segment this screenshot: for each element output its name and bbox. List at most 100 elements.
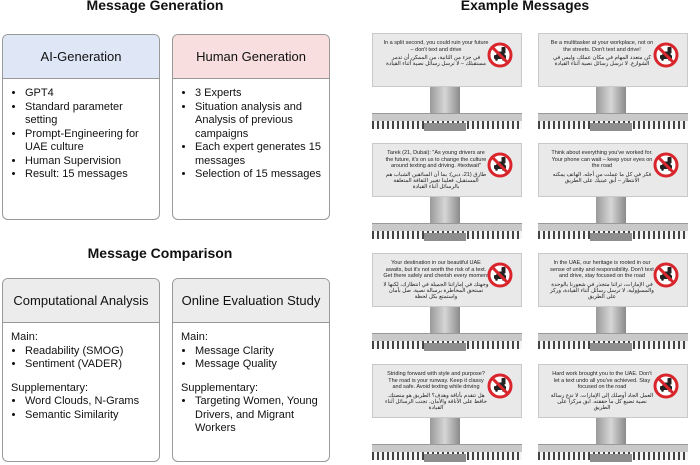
billboard-english-text: Your destination in our beautiful UAE aw… [383, 260, 489, 280]
billboard-arabic-text: طارق (21، دبي): بما أن السائقين الشباب ه… [385, 171, 487, 191]
comp-supp-item: Word Clouds, N-Grams [25, 395, 151, 409]
comp-main-item: Sentiment (VADER) [25, 358, 151, 372]
billboard: In a split second, you could ruin your f… [372, 33, 522, 131]
billboard-arabic-text: هل تتقدم بأناقة وهدف؟ الطريق هو منصتك. ح… [384, 392, 488, 412]
billboard-message: Striding forward with style and purpose?… [383, 371, 489, 412]
online-evaluation-card: Online Evaluation Study Main: Message Cl… [172, 278, 330, 462]
billboard: In the UAE, our heritage is rooted in ou… [538, 253, 688, 351]
ai-item: GPT4 [25, 87, 151, 101]
billboard-english-text: In the UAE, our heritage is rooted in ou… [550, 260, 654, 280]
billboard-english-text: Tarek (21, Dubai): "As young drivers are… [385, 150, 487, 170]
billboard-base [424, 123, 466, 131]
billboard-base [590, 454, 632, 462]
online-main-item: Message Clarity [195, 345, 321, 359]
no-texting-driving-icon [653, 152, 679, 178]
human-generation-list: 3 Experts Situation analysis and Analysi… [181, 87, 321, 182]
billboard-panel: Think about everything you've worked for… [538, 143, 688, 197]
comp-supp-label: Supplementary: [11, 381, 89, 394]
billboard-message: Hard work brought you to the UAE. Don't … [549, 371, 655, 412]
billboard-message: Your destination in our beautiful UAE aw… [383, 260, 489, 301]
billboard-pole [430, 418, 460, 448]
billboard-panel: In the UAE, our heritage is rooted in ou… [538, 253, 688, 307]
billboard-pole [596, 307, 626, 337]
online-main-item: Message Quality [195, 358, 321, 372]
billboard-english-text: Striding forward with style and purpose?… [387, 371, 485, 391]
billboard: Your destination in our beautiful UAE aw… [372, 253, 522, 351]
billboard-arabic-text: في الإمارات، تراثنا متجذر في شعورنا بالو… [550, 281, 654, 301]
billboard-pole [596, 418, 626, 448]
billboard-base [424, 454, 466, 462]
comp-main-item: Readability (SMOG) [25, 345, 151, 359]
no-texting-driving-icon [487, 262, 513, 288]
billboard-pole [430, 87, 460, 117]
billboard: Be a multitasker at your workplace, not … [538, 33, 688, 131]
ai-item: Result: 15 messages [25, 168, 151, 182]
billboard-panel: Be a multitasker at your workplace, not … [538, 33, 688, 87]
billboard-panel: In a split second, you could ruin your f… [372, 33, 522, 87]
billboard-message: In a split second, you could ruin your f… [383, 40, 489, 68]
comp-supp-list: Word Clouds, N-Grams Semantic Similarity [11, 395, 151, 422]
ai-generation-card: AI-Generation GPT4 Standard parameter se… [2, 34, 160, 220]
billboard-message: Tarek (21, Dubai): "As young drivers are… [383, 150, 489, 191]
billboard-message: In the UAE, our heritage is rooted in ou… [549, 260, 655, 301]
billboard-pole [596, 87, 626, 117]
comp-supp-item: Semantic Similarity [25, 409, 151, 423]
no-texting-driving-icon [653, 373, 679, 399]
online-evaluation-title: Online Evaluation Study [173, 279, 329, 323]
billboard-arabic-text: في جزء من الثانية، من الممكن أن تدمر مست… [386, 55, 486, 68]
billboard-base [424, 343, 466, 351]
example-messages-heading: Example Messages [460, 0, 590, 13]
billboard-base [590, 343, 632, 351]
online-supp-item: Targeting Women, Young Drivers, and Migr… [195, 395, 321, 436]
ai-item: Prompt-Engineering for UAE culture [25, 128, 151, 155]
ai-item: Human Supervision [25, 155, 151, 169]
ai-generation-list: GPT4 Standard parameter setting Prompt-E… [11, 87, 151, 182]
billboard-panel: Tarek (21, Dubai): "As young drivers are… [372, 143, 522, 197]
billboard-base [424, 233, 466, 241]
billboard-panel: Striding forward with style and purpose?… [372, 364, 522, 418]
computational-analysis-title: Computational Analysis [3, 279, 159, 323]
ai-generation-title: AI-Generation [3, 35, 159, 79]
no-texting-driving-icon [487, 373, 513, 399]
billboard-panel: Your destination in our beautiful UAE aw… [372, 253, 522, 307]
billboard-english-text: Think about everything you've worked for… [551, 150, 653, 170]
billboard-english-text: Be a multitasker at your workplace, not … [550, 40, 654, 53]
no-texting-driving-icon [487, 152, 513, 178]
billboard: Striding forward with style and purpose?… [372, 364, 522, 462]
billboard-panel: Hard work brought you to the UAE. Don't … [538, 364, 688, 418]
ai-item: Standard parameter setting [25, 101, 151, 128]
human-generation-title: Human Generation [173, 35, 329, 79]
online-main-list: Message Clarity Message Quality [181, 345, 321, 372]
human-item: Selection of 15 messages [195, 168, 321, 182]
billboard-message: Think about everything you've worked for… [549, 150, 655, 184]
billboard-english-text: In a split second, you could ruin your f… [383, 40, 489, 53]
human-generation-card: Human Generation 3 Experts Situation ana… [172, 34, 330, 220]
human-item: Each expert generates 15 messages [195, 141, 321, 168]
billboard-arabic-text: العمل الجاد أوصلك إلى الإمارات. لا تدع ر… [550, 392, 654, 412]
billboard-pole [430, 307, 460, 337]
online-supp-list: Targeting Women, Young Drivers, and Migr… [181, 395, 321, 436]
message-comparison-heading: Message Comparison [87, 245, 233, 261]
billboard: Hard work brought you to the UAE. Don't … [538, 364, 688, 462]
human-item: 3 Experts [195, 87, 321, 101]
no-texting-driving-icon [653, 42, 679, 68]
billboard-arabic-text: كن متعدد المهام في مكان عملك، وليس في ال… [553, 55, 651, 68]
billboard-base [590, 233, 632, 241]
no-texting-driving-icon [487, 42, 513, 68]
billboard: Tarek (21, Dubai): "As young drivers are… [372, 143, 522, 241]
no-texting-driving-icon [653, 262, 679, 288]
billboard-arabic-text: فكر في كل ما عملت من أجله. الهاتف يمكنه … [552, 171, 652, 185]
message-generation-heading: Message Generation [86, 0, 224, 13]
comp-main-list: Readability (SMOG) Sentiment (VADER) [11, 345, 151, 372]
billboard-english-text: Hard work brought you to the UAE. Don't … [552, 371, 652, 391]
billboard: Think about everything you've worked for… [538, 143, 688, 241]
computational-analysis-card: Computational Analysis Main: Readability… [2, 278, 160, 462]
billboard-pole [596, 197, 626, 227]
billboard-arabic-text: وجهتك في إماراتنا الجميلة في انتظارك، لك… [383, 281, 489, 301]
comp-main-label: Main: [11, 331, 38, 343]
online-main-label: Main: [181, 331, 208, 343]
billboard-message: Be a multitasker at your workplace, not … [549, 40, 655, 68]
online-supp-label: Supplementary: [181, 381, 259, 394]
billboard-base [590, 123, 632, 131]
human-item: Situation analysis and Analysis of previ… [195, 101, 321, 142]
